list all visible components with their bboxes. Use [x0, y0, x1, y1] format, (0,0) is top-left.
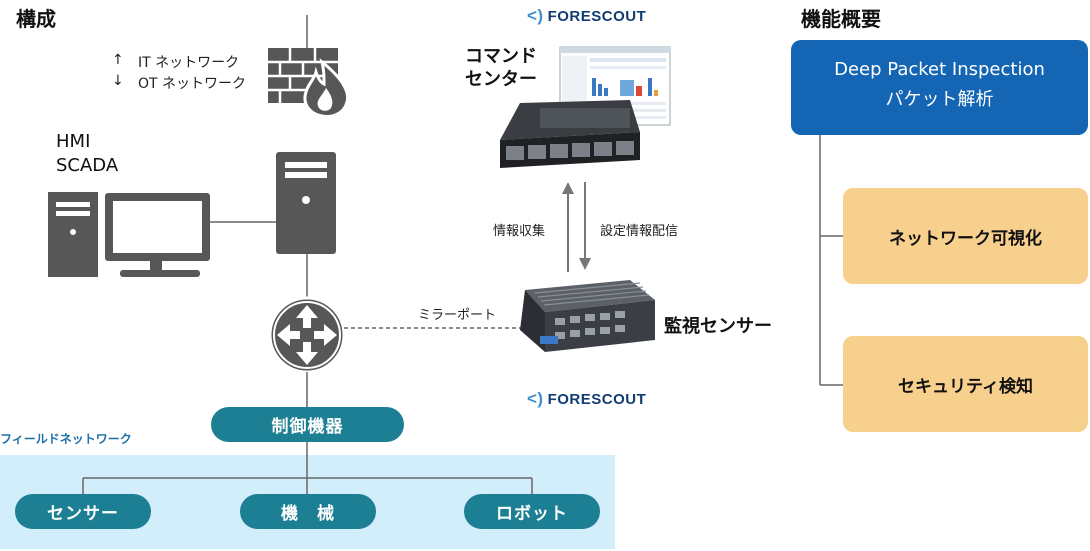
control-device-pill: 制御機器	[211, 407, 404, 442]
forescout-mark-icon: <)	[527, 389, 544, 408]
forescout-logo-top: <)FORESCOUT	[527, 6, 646, 26]
scada-label: SCADA	[56, 155, 119, 176]
feature-network-visualization: ネットワーク可視化	[843, 188, 1088, 284]
legend-it-network: IT ネットワーク	[138, 55, 240, 71]
device-robot-pill: ロボット	[464, 494, 600, 529]
forescout-brand-text: FORESCOUT	[547, 8, 647, 25]
legend-ot-network: OT ネットワーク	[138, 76, 247, 92]
field-network-title: フィールドネットワーク	[0, 432, 132, 446]
mirror-port-label: ミラーポート	[418, 308, 497, 323]
command-center-label: コマンド センター	[465, 45, 537, 91]
command-center-line1: コマンド	[465, 46, 537, 67]
heading-features: 機能概要	[801, 7, 881, 31]
collect-label: 情報収集	[493, 224, 546, 239]
feature-dpi-box: Deep Packet Inspection パケット解析	[791, 40, 1088, 135]
forescout-mark-icon: <)	[527, 6, 544, 25]
server-tower-icon	[276, 152, 336, 254]
monitoring-sensor-label: 監視センサー	[664, 316, 772, 337]
hmi-scada-label: HMI SCADA	[56, 130, 118, 178]
router-icon	[268, 296, 346, 374]
device-machine-pill: 機 械	[240, 494, 376, 529]
sensor-appliance-icon	[520, 280, 655, 352]
hmi-computer-icon	[48, 192, 210, 277]
feature-security-detection: セキュリティ検知	[843, 336, 1088, 432]
feature-dpi-subtitle: パケット解析	[885, 89, 994, 110]
hmi-label: HMI	[56, 131, 91, 152]
legend-down-arrow: ↓	[112, 73, 124, 89]
forescout-brand-text: FORESCOUT	[547, 391, 647, 408]
legend-up-arrow: ↑	[112, 52, 124, 68]
device-sensor-pill: センサー	[15, 494, 151, 529]
forescout-logo-bottom: <)FORESCOUT	[527, 389, 646, 409]
firewall-icon	[268, 48, 350, 118]
distribute-label: 設定情報配信	[600, 224, 679, 239]
feature-dpi-title: Deep Packet Inspection	[834, 59, 1045, 80]
rack-server-icon	[500, 100, 640, 168]
command-center-line2: センター	[465, 69, 537, 90]
heading-architecture: 構成	[16, 7, 56, 31]
